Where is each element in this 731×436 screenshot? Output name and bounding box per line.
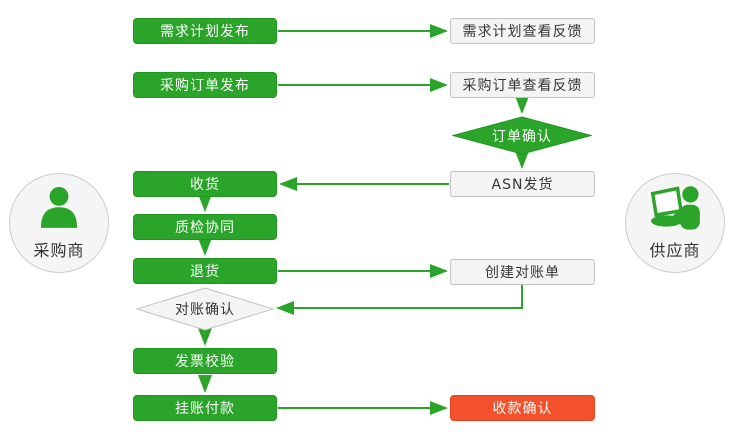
buyer-actor: 采购商 <box>9 173 109 273</box>
flow-decision-order-confirm: 订单确认 <box>452 116 592 155</box>
flow-node-asn-shipment: ASN发货 <box>450 171 595 197</box>
flow-node-demand-plan-view-feedback: 需求计划查看反馈 <box>450 18 595 44</box>
flow-node-demand-plan-publish: 需求计划发布 <box>133 18 277 44</box>
supplier-label: 供应商 <box>649 241 701 260</box>
supplier-actor: 供应商 <box>625 173 725 273</box>
flow-node-purchase-order-view-feedback: 采购订单查看反馈 <box>450 72 595 98</box>
flow-node-payment-receipt-confirm: 收款确认 <box>450 395 595 421</box>
supplier-laptop-person-icon <box>626 182 724 236</box>
flow-node-quality-inspection: 质检协同 <box>133 214 277 240</box>
buyer-label: 采购商 <box>33 241 85 260</box>
flow-node-goods-receipt: 收货 <box>133 171 277 197</box>
decision-label: 订单确认 <box>492 128 552 145</box>
flow-node-return-goods: 退货 <box>133 258 277 284</box>
flow-node-invoice-verification: 发票校验 <box>133 348 277 374</box>
flow-node-purchase-order-publish: 采购订单发布 <box>133 72 277 98</box>
flow-node-create-statement: 创建对账单 <box>450 259 595 285</box>
diamond-shape <box>452 116 592 155</box>
flow-decision-reconciliation-confirm: 对账确认 <box>136 287 274 331</box>
flow-node-payment-on-account: 挂账付款 <box>133 395 277 421</box>
decision-label: 对账确认 <box>175 302 235 318</box>
buyer-person-icon <box>10 182 108 236</box>
diamond-shape <box>136 287 274 331</box>
